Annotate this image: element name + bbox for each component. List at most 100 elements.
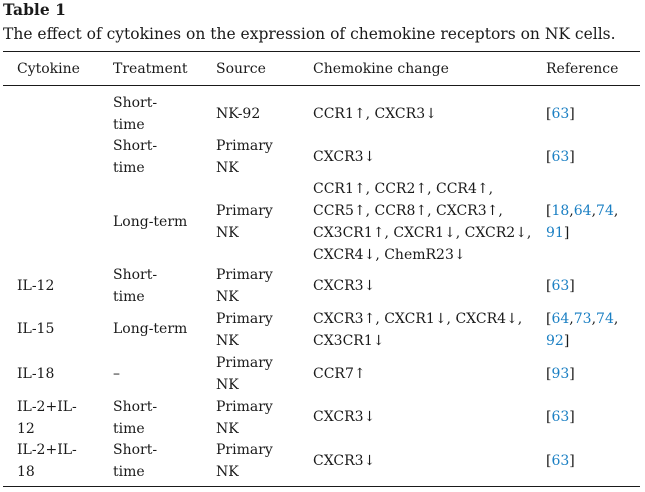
citation-link[interactable]: 91	[546, 225, 564, 241]
treatment-line: Short-	[113, 267, 158, 283]
cytokine-cell: IL-2+IL- 18	[17, 439, 77, 483]
reference-line: [63]	[546, 409, 575, 425]
source-line: Primary	[216, 399, 273, 415]
source-line: Primary	[216, 442, 273, 458]
chemokine-line: CXCR3↓	[313, 149, 376, 165]
chemokine-line: CCR7↑	[313, 366, 366, 382]
table-label: Table 1	[3, 0, 66, 19]
treatment-line: time	[113, 117, 145, 133]
header-chemokine-change: Chemokine change	[313, 61, 449, 77]
citation-link[interactable]: 64	[573, 203, 592, 219]
chemokine-change-cell: CCR1↑, CCR2↑, CCR4↑,CCR5↑, CCR8↑, CXCR3↑…	[313, 178, 531, 266]
citation-link[interactable]: 63	[551, 453, 570, 469]
treatment-line: time	[113, 421, 145, 437]
source-line: NK-92	[216, 106, 261, 122]
reference-cell: [63]	[546, 103, 575, 125]
reference-line: [64,73,74,	[546, 311, 619, 327]
reference-cell: [63]	[546, 450, 575, 472]
header-cytokine: Cytokine	[17, 61, 80, 77]
treatment-line: Short-	[113, 399, 158, 415]
citation-link[interactable]: 64	[551, 311, 570, 327]
treatment-cell: Long-term	[113, 318, 187, 340]
chemokine-line: CXCR3↓	[313, 278, 376, 294]
citation-link[interactable]: 63	[551, 278, 570, 294]
chemokine-line: CXCR3↑, CXCR1↓, CXCR4↓,	[313, 311, 523, 327]
source-line: Primary	[216, 267, 273, 283]
cytokine-cell: IL-18	[17, 366, 55, 382]
treatment-cell: Short-time	[113, 264, 157, 308]
reference-line: [63]	[546, 278, 575, 294]
source-line: Primary	[216, 311, 273, 327]
chemokine-change-cell: CCR7↑	[313, 363, 366, 385]
reference-cell: [63]	[546, 406, 575, 428]
reference-cell: [18,64,74, 91]	[546, 200, 618, 244]
citation-link[interactable]: 74	[596, 203, 614, 219]
source-line: NK	[216, 289, 239, 305]
reference-line: [18,64,74,	[546, 203, 619, 219]
treatment-line: time	[113, 160, 145, 176]
table-caption: The effect of cytokines on the expressio…	[3, 25, 616, 43]
treatment-line: time	[113, 289, 145, 305]
chemokine-change-cell: CCR1↑, CXCR3↓	[313, 103, 437, 125]
reference-cell: [93]	[546, 363, 575, 385]
source-line: NK	[216, 377, 239, 393]
cytokine-line: 12	[17, 421, 35, 437]
reference-line: [93]	[546, 366, 575, 382]
citation-link[interactable]: 74	[596, 311, 614, 327]
reference-cell: [63]	[546, 146, 575, 168]
chemokine-change-cell: CXCR3↓	[313, 406, 375, 428]
citation-link[interactable]: 63	[551, 149, 570, 165]
cytokine-cell: IL-12	[17, 278, 55, 294]
chemokine-change-cell: CXCR3↑, CXCR1↓, CXCR4↓, CX3CR1↓	[313, 308, 522, 352]
treatment-line: Short-	[113, 138, 158, 154]
treatment-line: Short-	[113, 442, 158, 458]
cytokine-cell: IL-2+IL- 12	[17, 396, 77, 440]
chemokine-line: CCR5↑, CCR8↑, CXCR3↑,	[313, 203, 503, 219]
reference-line: [63]	[546, 453, 575, 469]
chemokine-line: CX3CR1↓	[313, 333, 385, 349]
chemokine-line: CXCR4↓, ChemR23↓	[313, 247, 466, 263]
reference-line: 92]	[546, 333, 570, 349]
cytokine-line: IL-2+IL-	[17, 399, 77, 415]
treatment-cell: –	[113, 363, 120, 385]
source-line: NK	[216, 160, 239, 176]
reference-cell: [63]	[546, 275, 575, 297]
source-line: NK	[216, 225, 239, 241]
reference-line: [63]	[546, 106, 575, 122]
citation-link[interactable]: 93	[551, 366, 570, 382]
citation-link[interactable]: 92	[546, 333, 564, 349]
source-line: Primary	[216, 138, 273, 154]
header-treatment: Treatment	[113, 61, 188, 77]
top-rule	[3, 51, 640, 52]
citation-link[interactable]: 73	[573, 311, 592, 327]
source-line: NK	[216, 333, 239, 349]
treatment-line: Long-term	[113, 321, 188, 337]
chemokine-change-cell: CXCR3↓	[313, 275, 375, 297]
chemokine-line: CX3CR1↑, CXCR1↓, CXCR2↓,	[313, 225, 532, 241]
reference-line: 91]	[546, 225, 570, 241]
source-cell: NK-92	[216, 103, 260, 125]
cytokine-line: IL-2+IL-	[17, 442, 77, 458]
source-line: Primary	[216, 203, 273, 219]
citation-link[interactable]: 63	[551, 409, 570, 425]
bottom-rule	[3, 486, 640, 487]
source-line: Primary	[216, 355, 273, 371]
citation-link[interactable]: 18	[551, 203, 570, 219]
reference-cell: [64,73,74, 92]	[546, 308, 618, 352]
treatment-line: –	[113, 366, 120, 382]
source-line: NK	[216, 421, 239, 437]
chemokine-line: CXCR3↓	[313, 453, 376, 469]
treatment-line: Long-term	[113, 214, 188, 230]
source-line: NK	[216, 464, 239, 480]
citation-link[interactable]: 63	[551, 106, 570, 122]
treatment-cell: Short-time	[113, 135, 157, 179]
treatment-line: time	[113, 464, 145, 480]
cytokine-line: 18	[17, 464, 35, 480]
cytokine-cell: IL-15	[17, 321, 55, 337]
